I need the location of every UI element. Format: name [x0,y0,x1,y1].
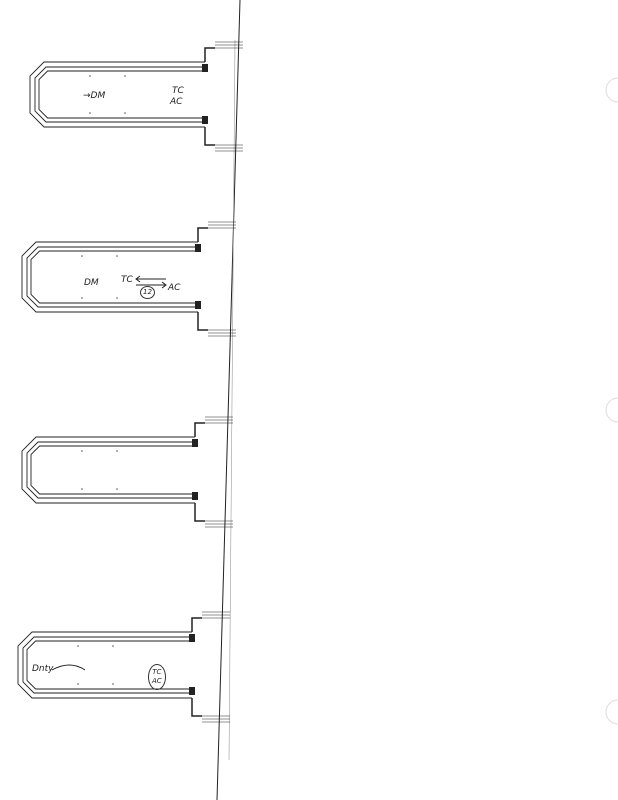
point-mark [81,297,83,299]
u-shape-3 [21,416,233,528]
u-shape-4 [17,611,230,723]
note-ac: AC [168,283,181,293]
point-mark [116,255,118,257]
point-mark [116,450,118,452]
u-outline [22,636,192,694]
point-mark [77,645,79,647]
end-block [195,301,201,309]
end-block [192,492,198,500]
connector-top [204,47,215,62]
connector-top [194,422,205,437]
u-outline [26,640,192,690]
end-block [202,116,208,124]
note-tc: TC [152,668,162,676]
point-mark [77,683,79,685]
connector-bottom [191,698,202,717]
u-outline [17,631,192,699]
u-outline [29,61,205,128]
note-dm-arrow: →DM [83,91,106,101]
note-circled-number: 12 [140,286,155,299]
end-block [195,244,201,252]
end-block [202,64,208,72]
connector-bottom [204,127,215,146]
u-shape-2 [21,221,236,337]
point-mark [89,75,91,77]
inner-margin-line [228,39,236,761]
curved-arrow-icon [51,664,86,671]
point-mark [116,297,118,299]
u-shape-diagrams [17,41,243,723]
connector-bottom [194,503,205,522]
u-outline [26,441,195,499]
u-outline [21,241,198,313]
point-mark [81,450,83,452]
note-tc-ac-circled: TC AC [148,664,166,690]
u-outline [38,70,205,119]
point-mark [124,112,126,114]
u-outline [30,250,198,304]
end-block [189,687,195,695]
u-outline [21,436,195,504]
note-tc: TC [121,275,133,285]
note-ac: AC [170,97,183,107]
u-outline [26,246,198,308]
u-outline [30,445,195,495]
point-mark [112,683,114,685]
connector-top [191,617,202,632]
point-mark [116,488,118,490]
note-ac: AC [152,677,162,685]
margin-line [216,0,241,800]
point-mark [89,112,91,114]
point-mark [112,645,114,647]
end-block [189,634,195,642]
note-dm: DM [84,278,99,288]
u-outline [34,66,205,123]
u-shape-1 [29,41,243,152]
connector-bottom [197,312,208,331]
point-mark [81,255,83,257]
punch-holes [605,77,618,725]
point-mark [81,488,83,490]
page-margin-lines [216,0,241,800]
connector-top [197,227,208,242]
point-mark [124,75,126,77]
note-dnty: Dnty [32,664,54,674]
note-tc: TC [172,86,184,96]
arrows-icon [135,275,167,289]
end-block [192,439,198,447]
